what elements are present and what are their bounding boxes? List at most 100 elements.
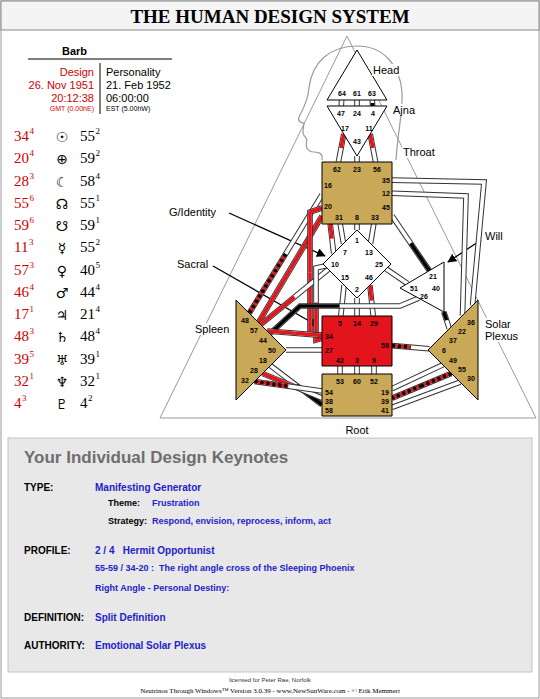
personality-gate: 48 — [80, 328, 95, 345]
design-gate: 32 — [14, 373, 29, 390]
design-line: 3 — [30, 326, 35, 336]
design-gate: 48 — [14, 328, 29, 345]
gate-number: 60 — [353, 378, 361, 385]
column-heading: Design — [60, 66, 94, 78]
design-line: 3 — [30, 171, 35, 181]
center-name: Throat — [402, 146, 436, 158]
channel-outline — [338, 134, 343, 162]
planet-symbol: ♃ — [56, 307, 69, 323]
gate-number: 42 — [336, 357, 344, 364]
channel — [357, 224, 358, 230]
center-shape — [323, 230, 391, 298]
channel-outline — [392, 193, 466, 315]
center-shape — [322, 374, 392, 416]
gate-number: 19 — [381, 389, 389, 396]
design-gate: 28 — [14, 173, 29, 190]
channel-outline — [370, 285, 373, 316]
channel-core — [338, 134, 343, 162]
personality-activation — [255, 381, 289, 386]
channel-core — [392, 216, 429, 271]
personality-gate: 32 — [80, 373, 95, 390]
channel-outline — [371, 224, 374, 244]
gate-number: 62 — [333, 166, 341, 173]
personality-gate: 21 — [80, 306, 95, 323]
gate-number: 59 — [381, 342, 389, 349]
keynotes-panel — [8, 438, 532, 672]
personality-line: 1 — [96, 193, 101, 203]
energy-center: 48574450182832 — [236, 300, 286, 400]
gate-number: 34 — [325, 333, 333, 340]
channel — [370, 285, 373, 316]
gate-number: 1 — [355, 237, 359, 244]
license-note: licensed for Peter Rae, Norfolk — [229, 677, 311, 683]
gate-number: 20 — [324, 203, 332, 210]
channel-core — [286, 348, 322, 352]
personality-gate: 58 — [80, 173, 95, 190]
gate-number: 4 — [371, 110, 375, 117]
personality-line: 5 — [96, 260, 101, 270]
energy-center: 1713102515462 — [323, 230, 391, 298]
gate-number: 9 — [372, 357, 376, 364]
personality-gate: 39 — [80, 351, 95, 368]
center-shape — [428, 300, 478, 400]
design-line: 1 — [30, 304, 35, 314]
channel-core — [444, 312, 450, 329]
gate-number: 56 — [373, 166, 381, 173]
design-activation — [330, 224, 332, 239]
channel-core — [392, 346, 429, 349]
field-name: AUTHORITY: — [24, 640, 85, 651]
center-shape — [322, 162, 392, 224]
planet-symbol: ♅ — [56, 352, 69, 368]
gate-number: 22 — [458, 328, 466, 335]
planet-symbol: ♇ — [56, 396, 69, 412]
design-line: 6 — [30, 193, 35, 203]
personality-activation — [392, 346, 411, 348]
gate-number: 49 — [449, 357, 457, 364]
gate-number: 64 — [338, 90, 346, 97]
channel — [341, 100, 342, 106]
channel-outline — [444, 312, 450, 329]
planet-symbol: ♂ — [56, 285, 69, 301]
channel-outline — [392, 382, 460, 407]
gate-number: 15 — [341, 274, 349, 281]
personality-line: 4 — [96, 282, 101, 292]
design-activation — [261, 297, 295, 325]
design-activation — [290, 216, 322, 269]
channel — [330, 224, 334, 253]
birth-date: 21. Feb 1952 — [106, 79, 171, 91]
center-name: Spleen — [194, 323, 230, 335]
center-name: Solar Plexus — [484, 318, 536, 342]
center-name: Ajna — [392, 104, 416, 116]
gate-number: 6 — [442, 347, 446, 354]
design-gate: 17 — [14, 306, 29, 323]
channel-core — [392, 382, 460, 407]
center-name: Head — [372, 64, 400, 76]
gate-number: 25 — [375, 261, 383, 268]
gate-number: 16 — [324, 182, 332, 189]
channel — [392, 193, 466, 315]
design-activation — [392, 346, 411, 348]
personality-line: 1 — [96, 349, 101, 359]
channel-core — [255, 381, 322, 391]
field-name: Strategy: — [108, 516, 147, 526]
design-line: 3 — [30, 260, 35, 270]
gate-number: 55 — [458, 366, 466, 373]
gate-number: 28 — [250, 367, 258, 374]
center-name: G/Identity — [168, 206, 217, 218]
design-activation — [370, 285, 372, 301]
channel-outline — [354, 224, 360, 230]
channel-outline — [354, 366, 360, 374]
column-divider — [100, 63, 101, 114]
gate-number: 35 — [382, 177, 390, 184]
center-outline — [236, 300, 286, 400]
gate-number: 31 — [335, 214, 343, 221]
channel-core — [370, 134, 375, 162]
channel — [374, 366, 375, 374]
energy-center: 47244174311 — [327, 106, 387, 156]
design-activation — [370, 134, 373, 148]
head-silhouette-face — [298, 46, 357, 160]
gate-number: 11 — [365, 125, 372, 132]
gate-number: 8 — [355, 214, 359, 221]
channel — [255, 381, 322, 391]
channel-outline — [371, 366, 377, 374]
